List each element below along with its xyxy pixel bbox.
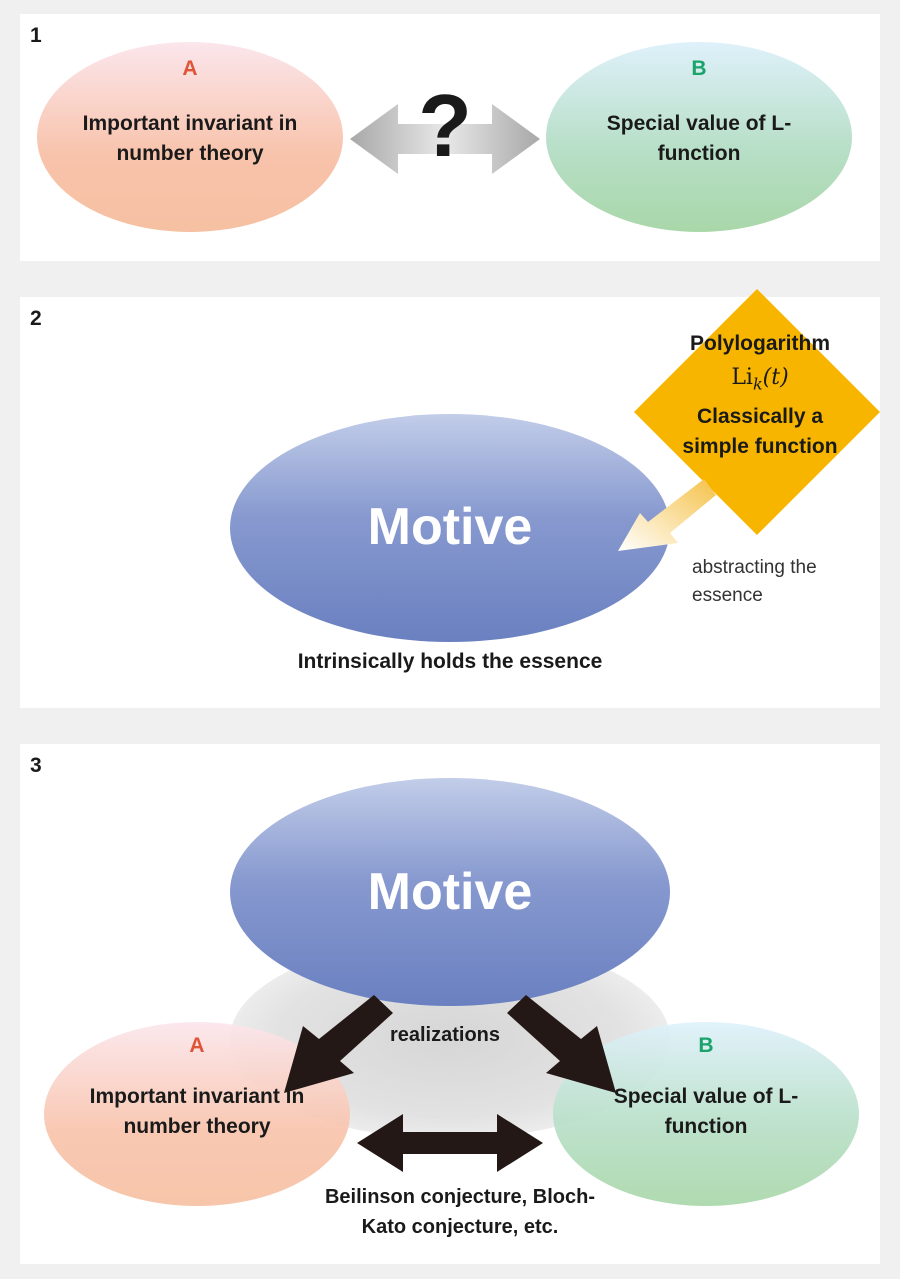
panel-1: 1 A Important invariant in number theory… [20, 14, 880, 261]
ellipse-motive [230, 414, 670, 642]
motive-label: Motive [367, 498, 533, 556]
label-b: Special value of L-function [613, 1085, 799, 1138]
ellipse-motive [230, 778, 670, 1006]
formula-arg: (t) [762, 365, 789, 390]
panel-3: 3 A Important invariant in number theory… [20, 744, 880, 1264]
double-arrow-gray [350, 104, 540, 174]
label-a: Important invariant in number theory [82, 112, 298, 165]
label-a: Important invariant in number theory [89, 1085, 305, 1138]
yellow-arrow [618, 479, 716, 551]
realizations-label: realizations [389, 1024, 501, 1046]
formula-base: Li [731, 365, 753, 390]
diamond-formula: Lik(t) [660, 363, 860, 399]
panel-2: 2 Motive Polylogarithm Lik(t) Classicall… [20, 289, 880, 708]
letter-a: A [182, 57, 198, 80]
ellipse-b [546, 42, 852, 232]
panel-number: 1 [30, 24, 42, 47]
diamond-shape [634, 289, 880, 535]
arrow-label: abstracting the essence [692, 557, 817, 606]
letter-b: B [691, 57, 707, 80]
panel-number: 2 [30, 307, 42, 330]
motive-caption: Intrinsically holds the essence [297, 650, 603, 673]
conjecture-label: Beilinson conjecture, Bloch-Kato conject… [324, 1186, 596, 1238]
panel-number: 3 [30, 754, 42, 777]
letter-a: A [189, 1034, 205, 1057]
question-mark: ? [418, 76, 472, 175]
arrow-to-b [507, 995, 616, 1093]
diamond-title: Polylogarithm [689, 332, 831, 355]
letter-b: B [698, 1034, 714, 1057]
motive-label: Motive [367, 863, 533, 921]
label-b: Special value of L-function [606, 112, 792, 165]
double-arrow-black [357, 1114, 543, 1172]
ellipse-a [37, 42, 343, 232]
diamond-text: Classically a simple function [682, 405, 838, 458]
formula-sub: k [752, 374, 763, 394]
arrow-to-a [284, 995, 393, 1093]
